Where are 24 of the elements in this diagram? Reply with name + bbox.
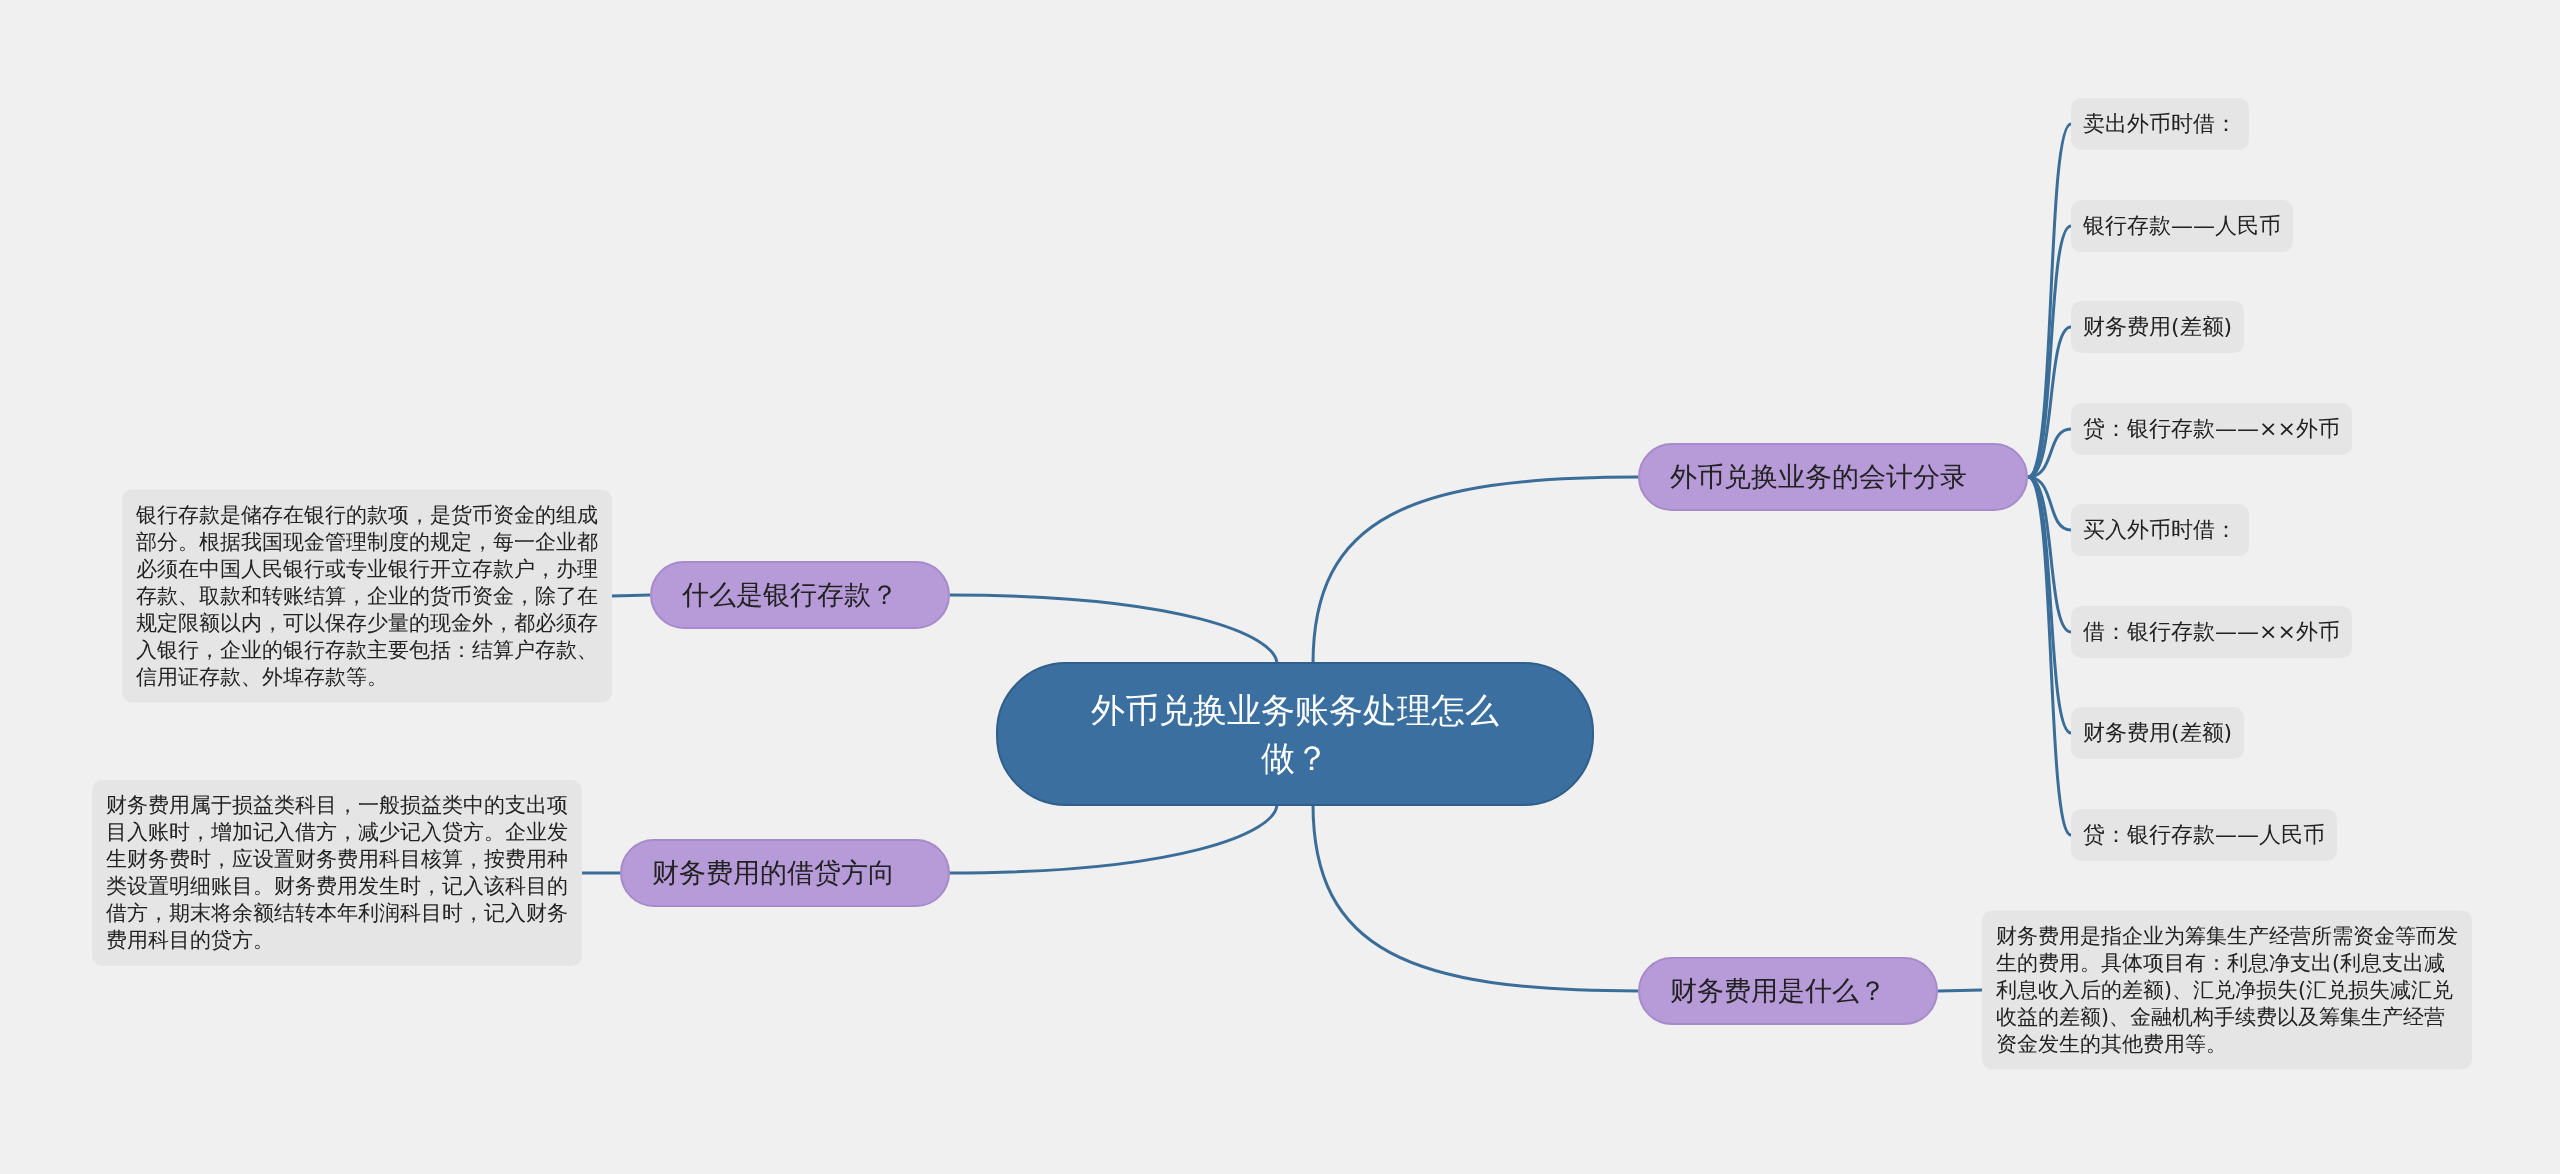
subtopic-label: 财务费用(差额) (2071, 301, 2245, 353)
connector-line (949, 803, 1279, 875)
subtopic-label: 银行存款——人民币 (2071, 200, 2293, 252)
subtopic-label: 买入外币时借： (2071, 504, 2249, 556)
connector-line (611, 593, 651, 598)
connector-line (1937, 988, 1983, 993)
topic-bubble: 什么是银行存款？ (650, 561, 950, 629)
note-card: 财务费用是指企业为筹集生产经营所需资金等而发生的费用。具体项目有：利息净支出(利息支出减利息收入后的差额)、汇兑净损失(汇兑损失减汇兑收益的差额)、金融机构手续费以及筹集生产经营资金发生的其他费用等。 (1982, 910, 2472, 1070)
connector-line (1311, 803, 1639, 993)
connector-line (1311, 475, 1639, 665)
topic-bubble: 财务费用是什么？ (1638, 957, 1938, 1025)
note-card: 银行存款是储存在银行的款项，是货币资金的组成部分。根据我国现金管理制度的规定，每一企业都必须在中国人民银行或专业银行开立存款户，办理存款、取款和转账结算，企业的货币资金，除了在规定限额以内，可以保存少量的现金外，都必须存入银行，企业的银行存款主要包括：结算户存款、信用证存款、外埠存款等。 (122, 489, 612, 703)
subtopic-label: 借：银行存款——××外币 (2071, 606, 2352, 658)
subtopic-label: 贷：银行存款——人民币 (2071, 809, 2337, 861)
connector-line (582, 871, 620, 875)
subtopic-label: 贷：银行存款——××外币 (2071, 403, 2352, 455)
topic-bubble: 外币兑换业务的会计分录 (1638, 443, 2028, 511)
topic-bubble: 财务费用的借贷方向 (620, 839, 950, 907)
connector-line (2026, 476, 2073, 836)
connector-line (949, 593, 1279, 665)
central-topic: 外币兑换业务账务处理怎么做？ (996, 662, 1594, 806)
note-card: 财务费用属于损益类科目，一般损益类中的支出项目入账时，增加记入借方，减少记入贷方。企业发生财务费时，应设置财务费用科目核算，按费用种类设置明细账目。财务费用发生时，记入该科目的借方，期末将余额结转本年利润科目时，记入财务费用科目的贷方。 (92, 780, 582, 966)
subtopic-label: 财务费用(差额) (2071, 707, 2245, 759)
subtopic-label: 卖出外币时借： (2071, 98, 2249, 150)
